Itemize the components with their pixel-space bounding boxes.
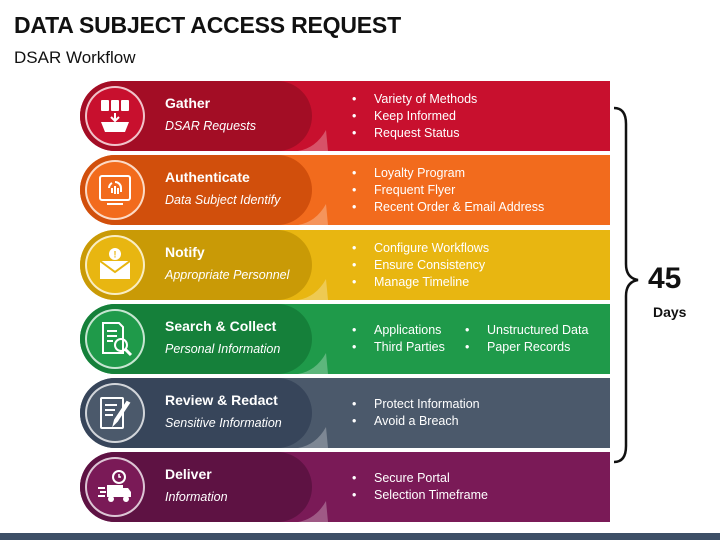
step-heading: Authenticate	[165, 169, 250, 185]
step-fold-accent	[298, 501, 328, 522]
envelope-alert-icon: !	[95, 245, 135, 285]
step-subheading: DSAR Requests	[165, 119, 257, 133]
step-bullet-list: Variety of MethodsKeep InformedRequest S…	[350, 91, 477, 142]
step-subheading: Sensitive Information	[165, 416, 282, 430]
bullet-item: Configure Workflows	[350, 240, 489, 257]
step-bullet-list: Configure WorkflowsEnsure ConsistencyMan…	[350, 240, 489, 291]
step-icon-badge	[85, 457, 145, 517]
footer-bar	[0, 533, 720, 540]
step-heading: Deliver	[165, 466, 212, 482]
documents-tray-icon	[95, 96, 135, 136]
bullet-item: Selection Timeframe	[350, 487, 488, 504]
step-bullet-list: Protect InformationAvoid a Breach	[350, 396, 480, 430]
step-icon-badge: !	[85, 235, 145, 295]
step-subheading: Personal Information	[165, 342, 281, 356]
step-subheading: Data Subject Identify	[165, 193, 281, 207]
step-bullet-list: Secure PortalSelection Timeframe	[350, 470, 488, 504]
page-subtitle: DSAR Workflow	[14, 48, 136, 67]
step-heading: Search & Collect	[165, 318, 277, 334]
fingerprint-screen-icon	[95, 170, 135, 210]
step-icon-badge	[85, 309, 145, 369]
bullet-item: Manage Timeline	[350, 274, 489, 291]
step-heading: Notify	[165, 244, 205, 260]
bullet-item: Paper Records	[463, 339, 588, 356]
step-fold-accent	[298, 130, 328, 151]
step-icon-badge	[85, 383, 145, 443]
bullet-item: Ensure Consistency	[350, 257, 489, 274]
step-icon-badge	[85, 86, 145, 146]
step-icon-badge	[85, 160, 145, 220]
curly-brace-icon	[613, 106, 639, 464]
bullet-item: Applications	[350, 322, 445, 339]
page-title: DATA SUBJECT ACCESS REQUEST	[14, 12, 401, 38]
bullet-item: Loyalty Program	[350, 165, 544, 182]
bullet-item: Secure Portal	[350, 470, 488, 487]
step-fold-accent	[298, 353, 328, 374]
document-search-icon	[95, 319, 135, 359]
step-subheading: Appropriate Personnel	[165, 268, 290, 282]
duration-number: 45	[648, 262, 682, 295]
bullet-item: Recent Order & Email Address	[350, 199, 544, 216]
delivery-truck-icon	[95, 467, 135, 507]
step-subheading: Information	[165, 490, 228, 504]
bullet-item: Frequent Flyer	[350, 182, 544, 199]
bullet-item: Keep Informed	[350, 108, 477, 125]
step-fold-accent	[298, 279, 328, 300]
bullet-item: Unstructured Data	[463, 322, 588, 339]
step-fold-accent	[298, 427, 328, 448]
step-heading: Review & Redact	[165, 392, 278, 408]
bullet-item: Avoid a Breach	[350, 413, 480, 430]
bullet-item: Variety of Methods	[350, 91, 477, 108]
step-bullet-list-secondary: Unstructured DataPaper Records	[463, 322, 588, 356]
svg-text:!: !	[114, 250, 117, 260]
step-heading: Gather	[165, 95, 211, 111]
step-bullet-list: Loyalty ProgramFrequent FlyerRecent Orde…	[350, 165, 544, 216]
bullet-item: Protect Information	[350, 396, 480, 413]
step-bullet-list: ApplicationsThird Parties	[350, 322, 445, 356]
bullet-item: Third Parties	[350, 339, 445, 356]
duration-label: Days	[653, 304, 687, 320]
step-fold-accent	[298, 204, 328, 225]
bullet-item: Request Status	[350, 125, 477, 142]
edit-document-icon	[95, 393, 135, 433]
